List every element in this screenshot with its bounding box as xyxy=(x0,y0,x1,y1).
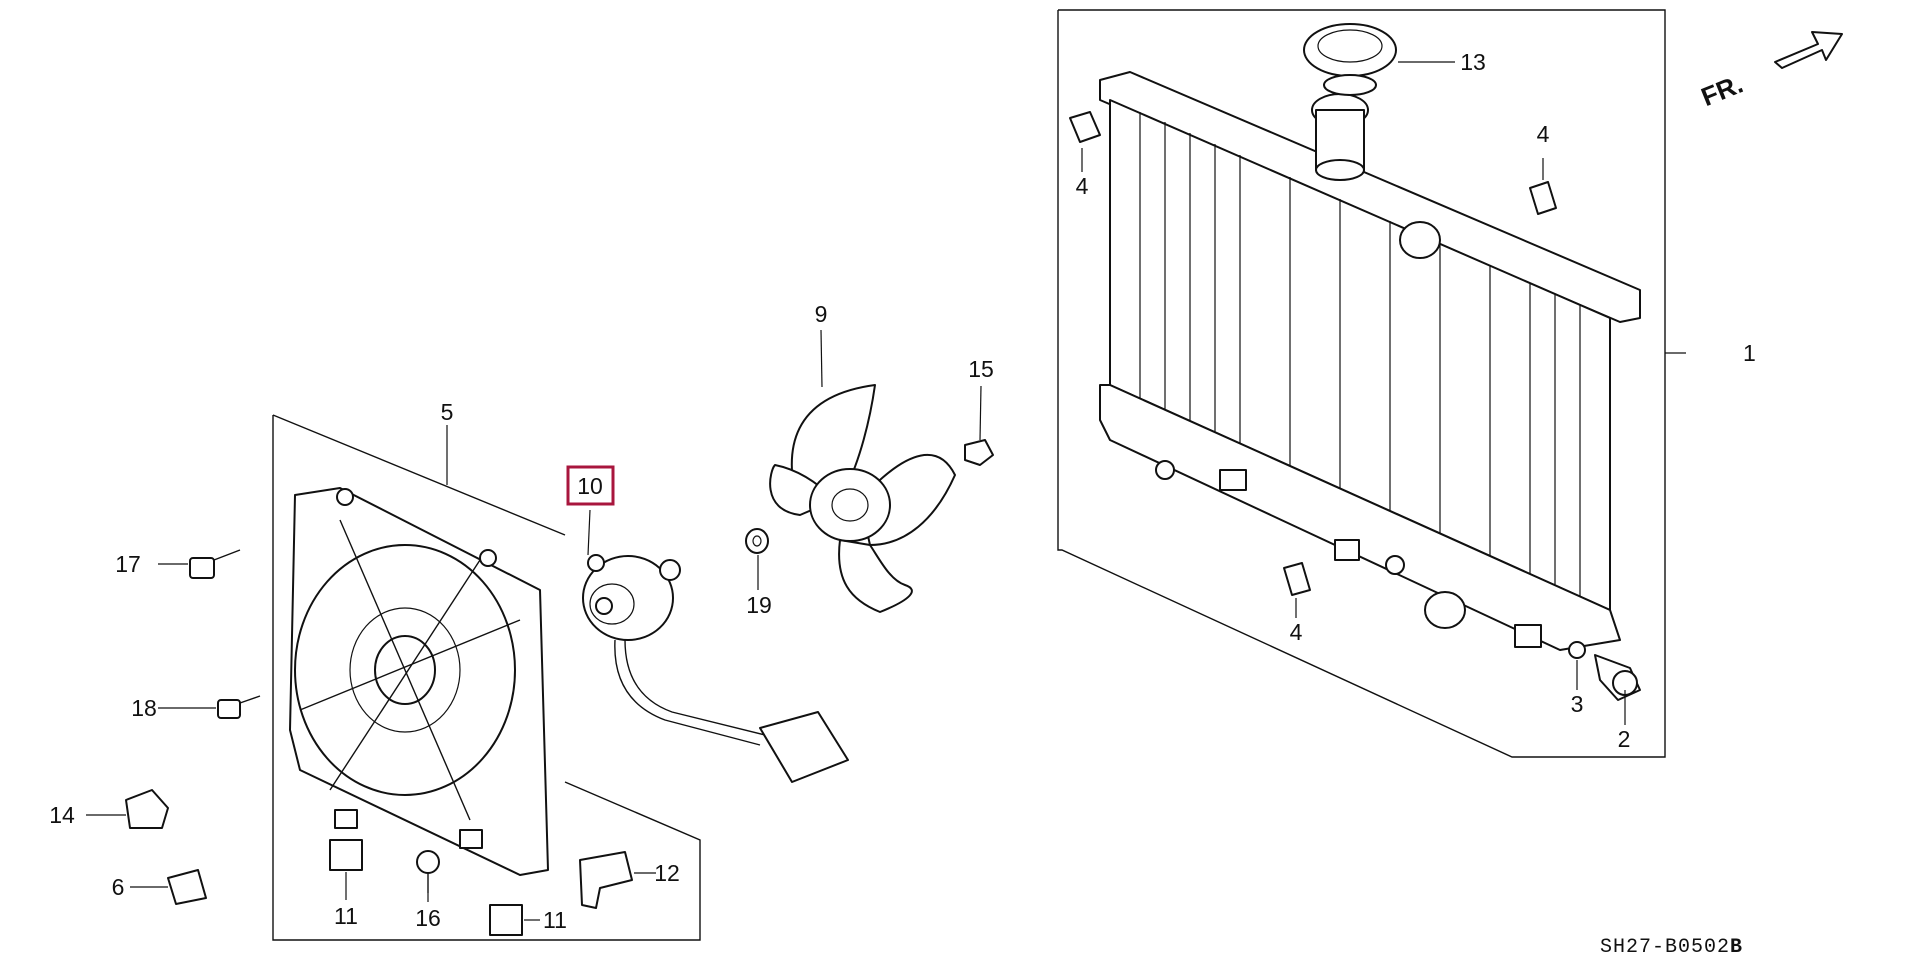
shroud-group-box xyxy=(272,414,701,941)
drain-plug xyxy=(1594,654,1641,701)
svg-text:FR.: FR. xyxy=(1697,69,1747,113)
callout-2[interactable]: 2 xyxy=(1618,726,1631,752)
clip-6 xyxy=(167,869,207,905)
bolt-17 xyxy=(189,549,241,579)
callout-16[interactable]: 16 xyxy=(415,905,441,931)
cooling-fan xyxy=(769,384,956,613)
radiator-group-box xyxy=(1057,9,1666,758)
highlight-box-10 xyxy=(566,465,615,506)
fan-motor xyxy=(582,554,849,783)
callout-18[interactable]: 18 xyxy=(131,695,157,721)
callout-17[interactable]: 17 xyxy=(115,551,141,577)
radiator xyxy=(1099,71,1641,651)
bracket-12 xyxy=(579,851,633,909)
callout-10[interactable]: 10 xyxy=(577,473,603,499)
clip-upper-left xyxy=(1069,111,1101,143)
drain-washer xyxy=(1568,641,1586,659)
fan-shroud xyxy=(289,487,549,876)
callout-19[interactable]: 19 xyxy=(746,592,772,618)
callout-11-left[interactable]: 11 xyxy=(334,903,358,929)
bolt-16 xyxy=(416,850,440,893)
connector-11-left xyxy=(329,839,363,871)
radiator-cap xyxy=(1303,23,1397,96)
bolt-18 xyxy=(217,695,261,719)
clamp-14 xyxy=(125,789,169,829)
callout-1[interactable]: 1 xyxy=(1743,340,1756,366)
callout-13[interactable]: 13 xyxy=(1460,49,1486,75)
callout-9[interactable]: 9 xyxy=(815,301,828,327)
nut-15 xyxy=(964,439,994,466)
callout-12[interactable]: 12 xyxy=(654,860,680,886)
callout-6[interactable]: 6 xyxy=(112,874,125,900)
callout-3[interactable]: 3 xyxy=(1571,691,1584,717)
callout-4-right[interactable]: 4 xyxy=(1537,121,1550,147)
callout-4-lower[interactable]: 4 xyxy=(1290,619,1303,645)
callout-4-left[interactable]: 4 xyxy=(1076,173,1089,199)
callout-15[interactable]: 15 xyxy=(968,356,994,382)
callout-14[interactable]: 14 xyxy=(49,802,75,828)
diagram-code: SH27-B0502B xyxy=(1600,936,1743,958)
connector-11-right xyxy=(489,904,523,936)
washer-19 xyxy=(745,528,769,554)
clip-lower xyxy=(1283,562,1311,596)
leader-lines xyxy=(86,61,1686,921)
clip-upper-right xyxy=(1529,181,1557,215)
callout-11-right[interactable]: 11 xyxy=(543,907,567,933)
callout-5[interactable]: 5 xyxy=(441,399,454,425)
front-direction-arrow: FR. xyxy=(1697,31,1843,113)
